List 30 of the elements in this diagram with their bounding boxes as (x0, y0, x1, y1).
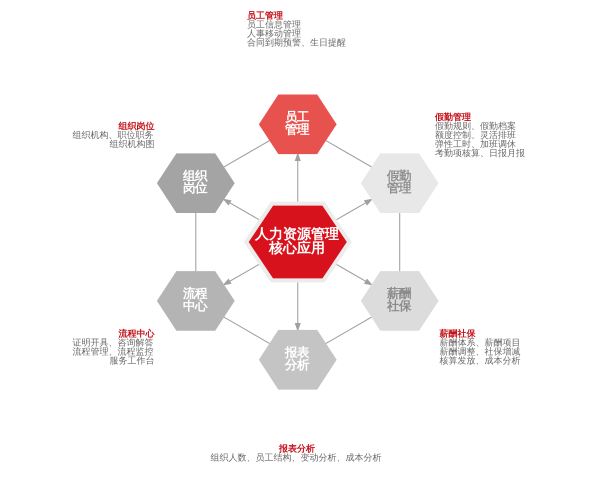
arrow (294, 152, 301, 204)
connector (224, 140, 270, 168)
node-label: 组织机构图 (109, 140, 154, 150)
node-label: 合同到期预警、生日提醒 (247, 38, 346, 49)
node-label: 假勤规则、假勤档案 (435, 122, 516, 132)
connector (195, 212, 196, 272)
node-label: 薪酬体系、薪酬项目 (440, 338, 521, 348)
node-label: 报表分析 (278, 444, 315, 454)
node-label: 流程中心 (118, 329, 154, 340)
connector (399, 212, 400, 272)
arrow (334, 198, 373, 221)
node-label: 薪酬调整、社保增减 (440, 347, 521, 358)
node-label: 核算发放、成本分析 (440, 356, 521, 366)
node-label: 假勤管理 (435, 112, 472, 123)
node-label: 证明开具、咨询解答 (72, 338, 154, 348)
arrow (222, 198, 261, 221)
node-label: 组织机构、职位职务 (72, 130, 154, 141)
connector (326, 316, 372, 344)
node-label: 组织岗位 (118, 122, 154, 132)
node-label: 流程管理、流程监控 (72, 347, 154, 358)
node-label: 组织人数、员工结构、变动分析、成本分析 (210, 453, 382, 464)
arrow (294, 280, 301, 332)
node-label: 额度控制、灵活排班 (435, 130, 516, 141)
arrow (334, 263, 373, 286)
node-label: 薪酬社保 (440, 329, 476, 340)
node-label: 服务工作台 (109, 356, 154, 366)
connector (326, 140, 372, 168)
connector (224, 316, 270, 344)
arrow (222, 263, 261, 286)
node-label: 弹性工时、加班调休 (435, 140, 516, 150)
